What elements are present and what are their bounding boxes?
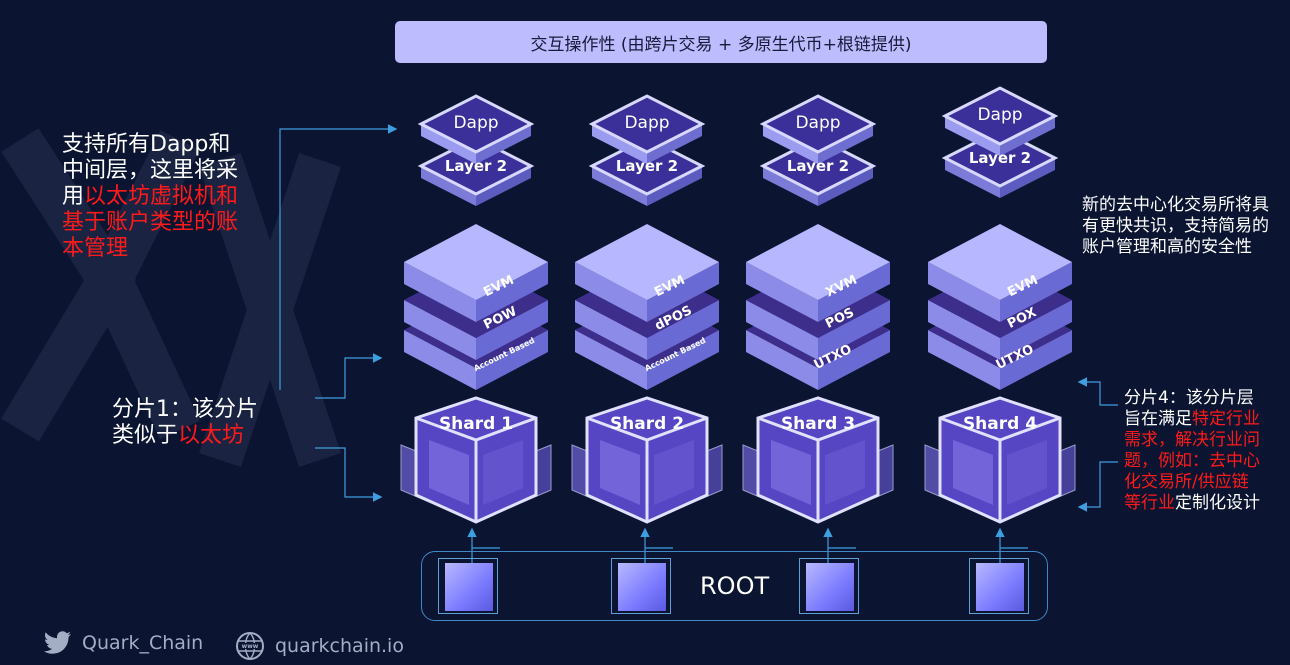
ledger-layer (575, 224, 719, 322)
shard-cube (400, 396, 552, 524)
dapp-label: Dapp (624, 113, 670, 133)
layer2-label: Layer 2 (786, 157, 850, 175)
shard-label: Shard 1 (438, 414, 514, 434)
column-graphics (924, 86, 1076, 524)
column-graphics (400, 94, 552, 524)
left-note-highlight: 基于账户类型的账 (62, 210, 239, 235)
layer2-label: Layer 2 (968, 149, 1032, 167)
dapp-block (417, 94, 535, 164)
shard-label: Shard 4 (962, 414, 1038, 434)
shard-cube (742, 396, 894, 524)
layer2-label: Layer 2 (444, 157, 508, 175)
root-block (799, 558, 859, 614)
column-graphics (571, 94, 723, 524)
left-note-highlight: 以太坊虚拟机和 (84, 184, 239, 209)
shard4-note-highlight: 题，例如：去中心 (1124, 451, 1260, 471)
twitter-handle: Quark_Chain (82, 632, 204, 654)
twitter-bird-icon (44, 631, 71, 654)
dapp-label: Dapp (453, 113, 499, 133)
layer2-block (588, 136, 706, 206)
dapp-block (941, 86, 1059, 156)
left-note-highlight: 本管理 (62, 236, 129, 261)
root-label: ROOT (700, 572, 770, 600)
layer2-label: Layer 2 (615, 157, 679, 175)
interoperability-banner: 交互操作性 (由跨片交易 + 多原生代币+根链提供) (395, 21, 1047, 63)
website-url: quarkchain.io (275, 635, 404, 657)
twitter-link[interactable]: Quark_Chain (44, 631, 203, 655)
shard4-note: 分片4：该分片层 旨在满足特定行业 需求，解决行业问 题，例如：去中心 化交易所… (1124, 388, 1284, 514)
layer2-block (759, 136, 877, 206)
root-chain (421, 551, 1048, 621)
dapp-block (759, 94, 877, 164)
quarkchain-logo-watermark (1, 128, 341, 467)
layer2-block (417, 136, 535, 206)
shard-cube (924, 396, 1076, 524)
shard4-note-line: 旨在满足特定行业 (1124, 409, 1284, 430)
dapp-label: Dapp (795, 113, 841, 133)
www-globe-icon: www (236, 632, 264, 660)
root-block (438, 558, 498, 614)
right-note: 新的去中心化交易所将具有更快共识，支持简易的账户管理和高的安全性 (1082, 195, 1269, 257)
shard4-note-highlight: 需求，解决行业问 (1124, 430, 1260, 450)
shard4-note-highlight: 特定行业 (1192, 409, 1260, 429)
shard-label: Shard 3 (780, 414, 856, 434)
left-note-line: 用以太坊虚拟机和 (62, 184, 272, 210)
shard1-note-text: 类似于 (112, 423, 179, 448)
dapp-block (588, 94, 706, 164)
shard1-note: 分片1：该分片 类似于以太坊 (112, 397, 282, 449)
shard1-note-highlight: 以太坊 (178, 423, 245, 448)
shard4-note-line: 等行业定制化设计 (1124, 493, 1284, 514)
ledger-layer (404, 224, 548, 322)
dapp-label: Dapp (977, 105, 1023, 125)
ledger-layer (746, 224, 890, 322)
shard4-note-text: 定制化设计 (1175, 493, 1260, 513)
root-block (611, 558, 671, 614)
shard-label: Shard 2 (609, 414, 685, 434)
left-note-text: 用 (62, 184, 85, 209)
website-link[interactable]: www quarkchain.io (235, 631, 404, 661)
shard4-note-highlight: 等行业 (1124, 493, 1175, 513)
left-note-line: 支持所有Dapp和 (62, 132, 231, 157)
shard-cube (571, 396, 723, 524)
shard4-note-highlight: 化交易所/供应链 (1124, 472, 1249, 492)
left-note: 支持所有Dapp和 中间层，这里将采 用以太坊虚拟机和 基于账户类型的账 本管理 (62, 132, 272, 262)
shard4-note-line: 分片4：该分片层 (1124, 388, 1254, 408)
svg-text:www: www (242, 643, 259, 650)
shard4-note-text: 旨在满足 (1124, 409, 1192, 429)
root-block (969, 558, 1029, 614)
ledger-layer (928, 224, 1072, 322)
left-note-line: 中间层，这里将采 (62, 158, 239, 183)
shard1-note-line: 分片1：该分片 (112, 397, 258, 422)
shard1-note-line: 类似于以太坊 (112, 423, 282, 449)
column-graphics (742, 94, 894, 524)
